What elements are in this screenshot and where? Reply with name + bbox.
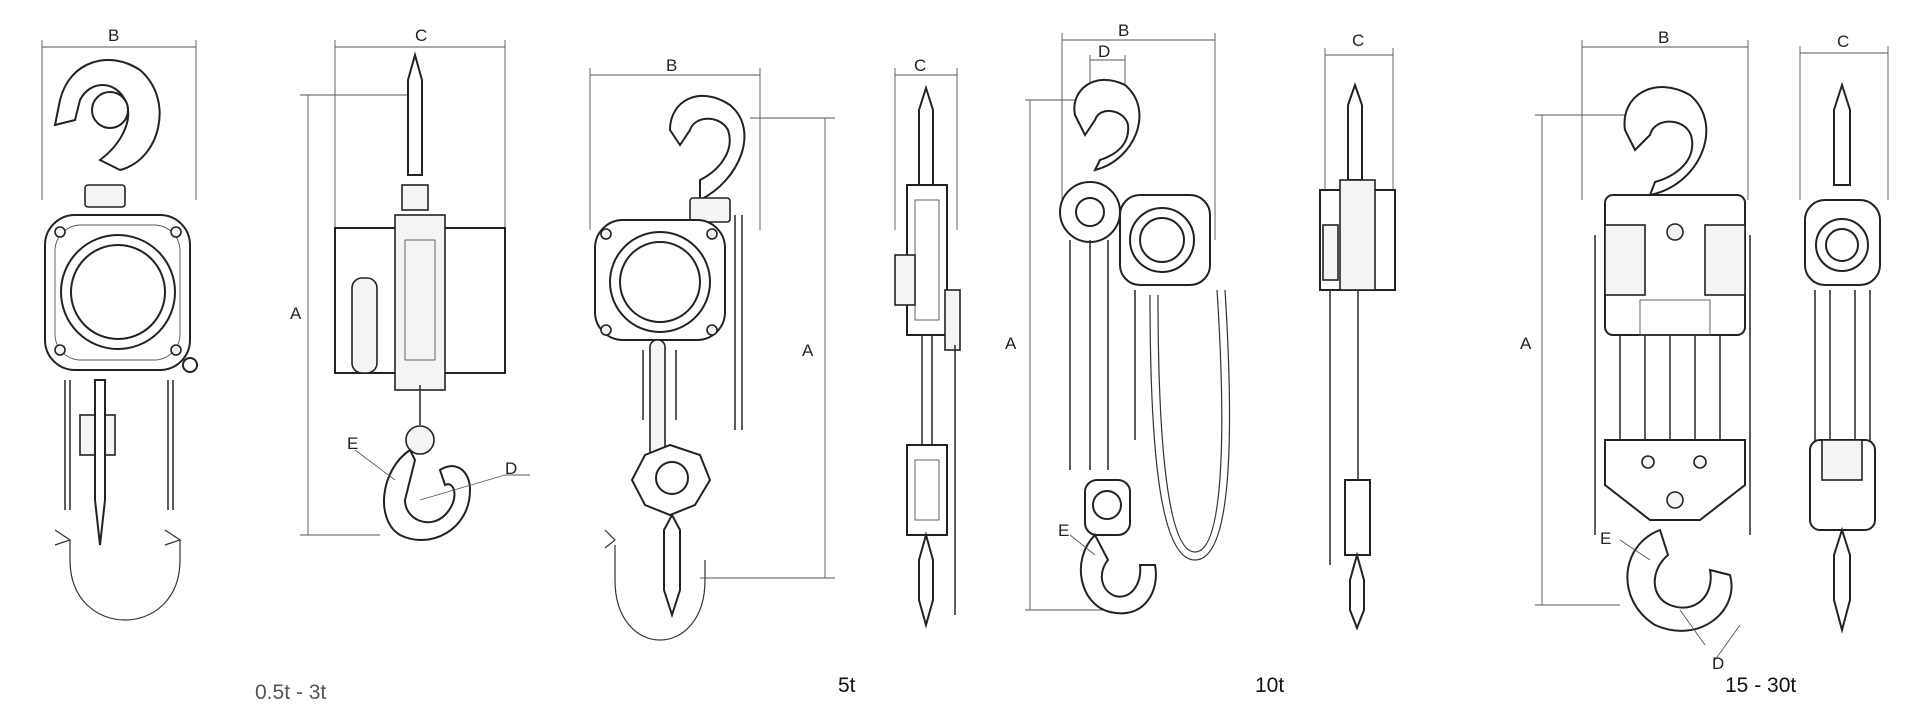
fig1-dim-e-label: E [347, 434, 359, 453]
fig4-caption: 15 - 30t [1725, 674, 1797, 697]
fig2-front-view [589, 68, 835, 641]
fig4-dim-b-label: B [1658, 28, 1670, 47]
fig3-dim-e-label: E [1058, 521, 1070, 540]
fig3-dim-b-label: B [1118, 21, 1130, 40]
fig1-side-view [300, 40, 530, 541]
fig1-dim-b-label: B [108, 26, 120, 45]
fig4-dim-e-label: E [1600, 529, 1612, 548]
fig2-side-view [894, 68, 961, 629]
fig3-caption: 10t [1255, 674, 1285, 697]
fig2-dim-b-label: B [666, 56, 678, 75]
fig1-dim-c-label: C [415, 26, 428, 45]
fig1-dim-d-label: D [505, 459, 518, 478]
fig4-front-view [1535, 40, 1751, 661]
fig4-dim-c-label: C [1837, 32, 1850, 51]
fig3-front-view [1025, 33, 1231, 615]
fig1-front-view [41, 40, 198, 621]
fig2-dim-a-label: A [802, 341, 814, 360]
fig4-side-view [1799, 46, 1889, 634]
fig1-caption: 0.5t - 3t [255, 681, 327, 704]
fig2-caption: 5t [838, 674, 856, 697]
fig4-dim-a-label: A [1520, 334, 1532, 353]
fig3-side-view [1319, 48, 1396, 631]
fig3-dim-c-label: C [1352, 31, 1365, 50]
fig3-dim-a-label: A [1005, 334, 1017, 353]
fig1-dim-a-label: A [290, 304, 302, 323]
fig3-dim-d-label: D [1098, 42, 1111, 61]
fig4-dim-d-label: D [1712, 654, 1725, 673]
fig2-dim-c-label: C [914, 56, 927, 75]
